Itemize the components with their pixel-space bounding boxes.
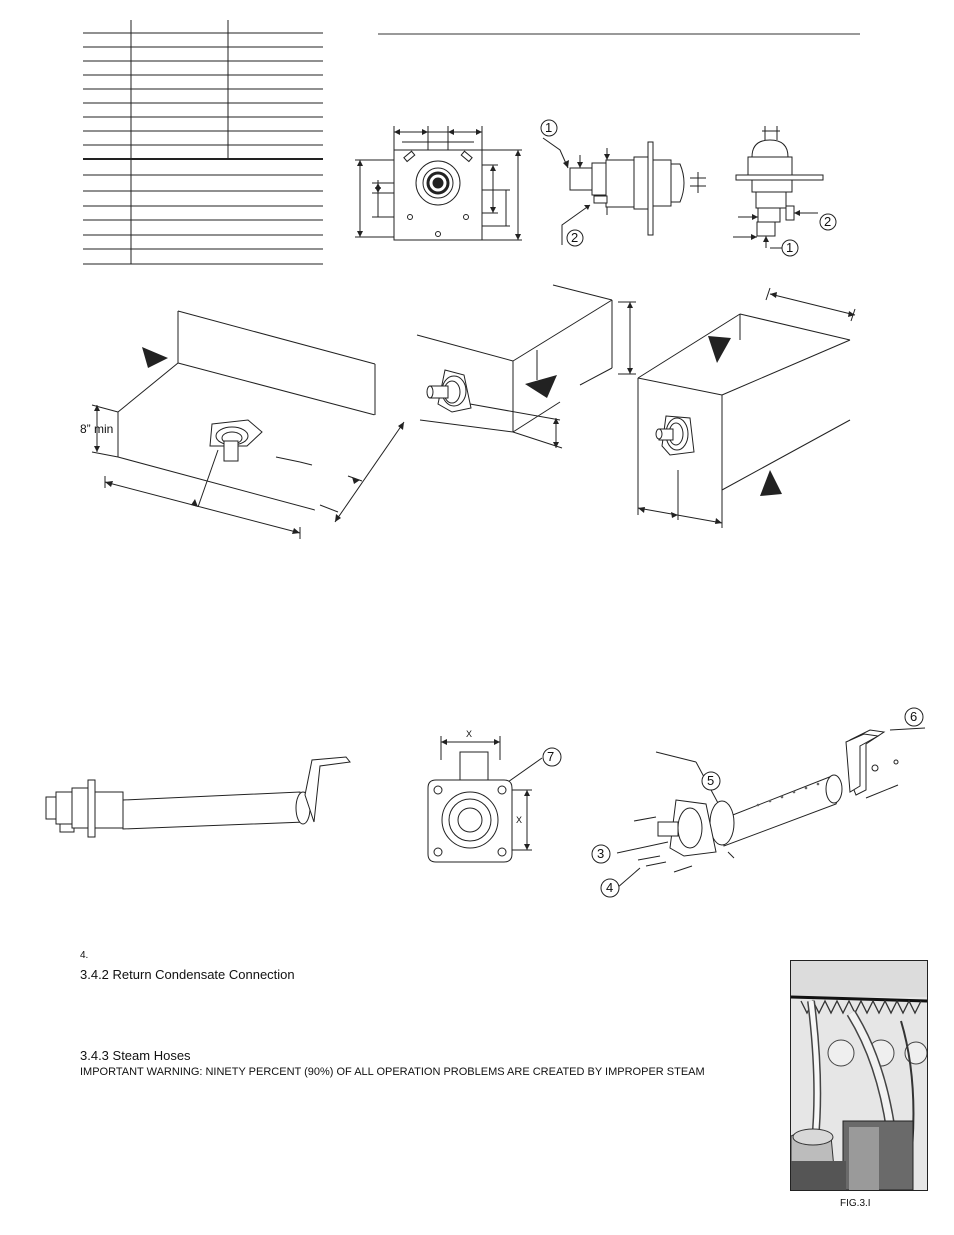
figure-caption: FIG.3.I [840,1198,871,1209]
heading-steam-hoses: 3.4.3 Steam Hoses [80,1048,191,1063]
dimension-x-vertical: X [516,815,523,825]
callout-2b: 2 [824,214,832,229]
step-number: 4. [80,950,89,961]
dimension-x-horizontal: X [466,729,473,739]
callout-1b: 1 [786,240,794,255]
min-clearance-label: 8” min [80,422,114,436]
callout-4: 4 [606,880,614,895]
humidifier-interior-photo [790,960,928,1191]
callout-3: 3 [597,846,605,861]
callout-2a: 2 [571,230,579,245]
important-warning-text: IMPORTANT WARNING: NINETY PERCENT (90%) … [80,1066,705,1078]
callout-7: 7 [547,749,555,764]
callout-5: 5 [707,773,715,788]
callout-6: 6 [910,709,918,724]
heading-return-condensate: 3.4.2 Return Condensate Connection [80,967,295,982]
callout-1a: 1 [545,120,553,135]
